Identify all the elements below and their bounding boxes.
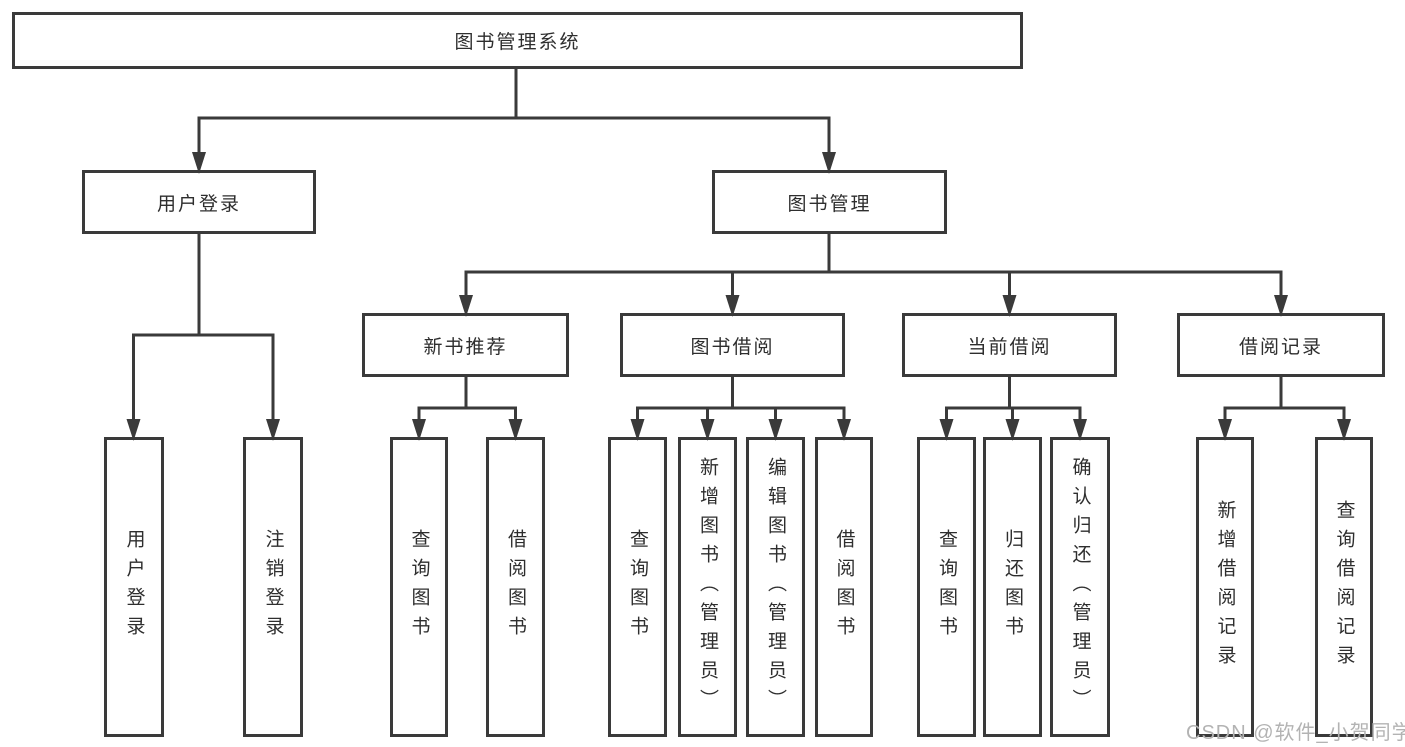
node-book-management-label: 图书管理	[787, 193, 872, 215]
leaf-recommend-query-books-label: 查询图书	[408, 529, 430, 645]
leaf-logout-label: 注销登录	[262, 529, 284, 645]
leaf-edit-books-admin-label: 编辑图书（管理员）	[765, 456, 786, 718]
leaf-logout: 注销登录	[243, 437, 303, 737]
leaf-query-borrow-record-label: 查询借阅记录	[1333, 500, 1355, 674]
node-new-book-recommend: 新书推荐	[362, 313, 569, 377]
leaf-edit-books-admin: 编辑图书（管理员）	[746, 437, 805, 737]
node-borrow-records-label: 借阅记录	[1238, 336, 1323, 358]
leaf-return-books: 归还图书	[983, 437, 1042, 737]
leaf-recommend-query-books: 查询图书	[390, 437, 448, 737]
node-book-borrow-label: 图书借阅	[690, 336, 775, 358]
leaf-add-books-admin: 新增图书（管理员）	[678, 437, 737, 737]
leaf-recommend-borrow-books-label: 借阅图书	[505, 529, 526, 645]
node-root-system: 图书管理系统	[12, 12, 1023, 69]
leaf-borrow-query-books-label: 查询图书	[627, 529, 648, 645]
node-borrow-records: 借阅记录	[1177, 313, 1385, 377]
leaf-user-login-label: 用户登录	[123, 529, 145, 645]
leaf-return-books-label: 归还图书	[1002, 529, 1023, 645]
node-book-borrow: 图书借阅	[620, 313, 845, 377]
leaf-add-books-admin-label: 新增图书（管理员）	[697, 456, 718, 718]
leaf-add-borrow-record-label: 新增借阅记录	[1214, 500, 1236, 674]
leaf-add-borrow-record: 新增借阅记录	[1196, 437, 1254, 737]
node-current-borrow: 当前借阅	[902, 313, 1117, 377]
leaf-confirm-return-admin-label: 确认归还（管理员）	[1069, 456, 1091, 718]
leaf-user-login: 用户登录	[104, 437, 164, 737]
leaf-confirm-return-admin: 确认归还（管理员）	[1050, 437, 1110, 737]
csdn-watermark: CSDN @软件_小贺同学	[1186, 722, 1405, 744]
node-book-management: 图书管理	[712, 170, 947, 234]
leaf-recommend-borrow-books: 借阅图书	[486, 437, 545, 737]
leaf-borrow-query-books: 查询图书	[608, 437, 667, 737]
node-current-borrow-label: 当前借阅	[967, 336, 1052, 358]
leaf-current-query-books: 查询图书	[917, 437, 976, 737]
leaf-current-query-books-label: 查询图书	[936, 529, 957, 645]
leaf-query-borrow-record: 查询借阅记录	[1315, 437, 1373, 737]
leaf-borrow-borrow-books: 借阅图书	[815, 437, 873, 737]
node-new-book-recommend-label: 新书推荐	[423, 336, 508, 358]
node-user-login-label: 用户登录	[156, 193, 241, 215]
leaf-borrow-borrow-books-label: 借阅图书	[833, 529, 855, 645]
node-user-login: 用户登录	[82, 170, 316, 234]
node-root-system-label: 图书管理系统	[454, 32, 581, 53]
